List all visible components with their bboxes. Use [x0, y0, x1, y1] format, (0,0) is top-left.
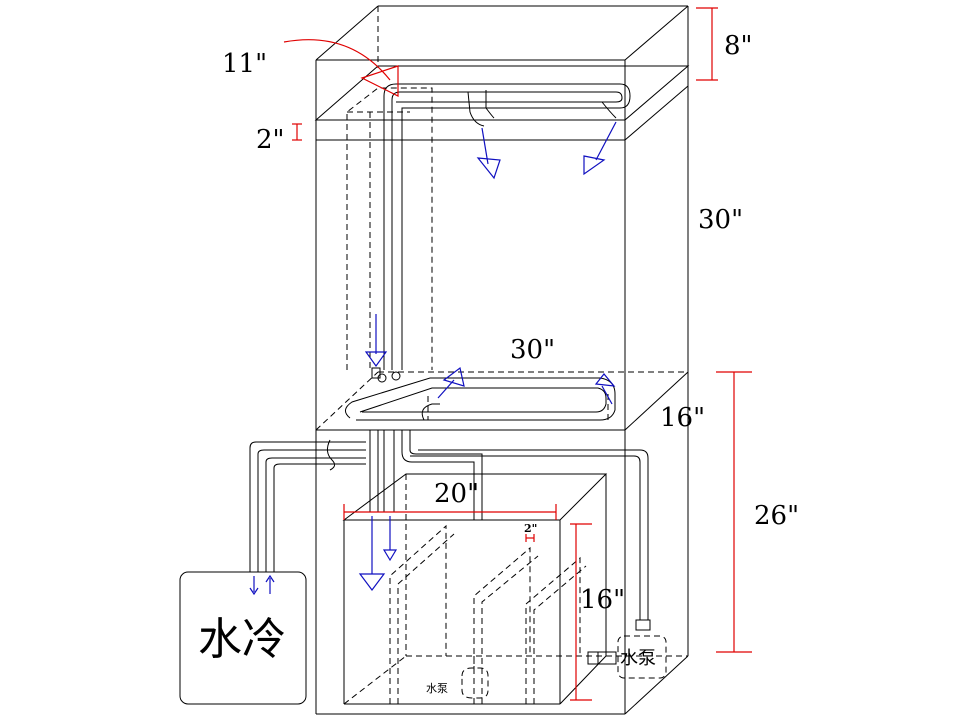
stand-frame	[315, 6, 689, 715]
sump	[342, 473, 688, 705]
label-top-hood-height: 8"	[724, 31, 753, 61]
drain-pipes	[369, 430, 483, 520]
label-baffle-gap: 2"	[524, 522, 537, 535]
bottom-drain-loop	[345, 367, 616, 421]
external-pump	[587, 635, 667, 679]
label-tank-depth: 16"	[660, 403, 705, 433]
flow-arrow-sump-right	[382, 516, 398, 562]
flow-arrow-bottom-right	[594, 373, 616, 405]
flow-arrow-top-left	[476, 127, 501, 180]
label-return-pump: 水泵	[426, 682, 448, 695]
flow-arrow-chiller-up	[265, 574, 275, 594]
label-tank-height: 30"	[698, 205, 743, 235]
label-chiller: 水冷	[198, 614, 286, 665]
chiller-pipes	[249, 439, 651, 631]
flow-arrow-overflow-down	[364, 314, 388, 368]
label-tank-length: 30"	[510, 335, 555, 365]
flow-arrows	[249, 121, 617, 596]
chiller-unit	[179, 571, 307, 705]
label-sump-length: 20"	[434, 479, 479, 509]
dimension-lines	[283, 7, 752, 701]
flow-arrow-top-right	[583, 121, 617, 176]
label-stand-height: 26"	[754, 501, 799, 531]
flow-arrow-sump-left	[358, 516, 386, 591]
overflow-box	[346, 87, 433, 370]
label-lip-height: 2"	[256, 125, 285, 155]
top-hood	[315, 5, 689, 68]
tank-rim	[314, 65, 690, 141]
label-pump: 水泵	[620, 648, 656, 669]
label-sump-height: 16"	[580, 585, 625, 615]
flow-arrow-bottom-left	[437, 366, 465, 399]
labels: 11" 8" 2" 30" 30" 16" 26" 20" 2" 16" 水冷 …	[198, 31, 799, 695]
label-overflow-depth: 11"	[222, 49, 267, 79]
flow-arrow-chiller-down	[249, 576, 259, 596]
top-return-pipe	[383, 83, 631, 370]
tank-bottom	[315, 371, 689, 431]
